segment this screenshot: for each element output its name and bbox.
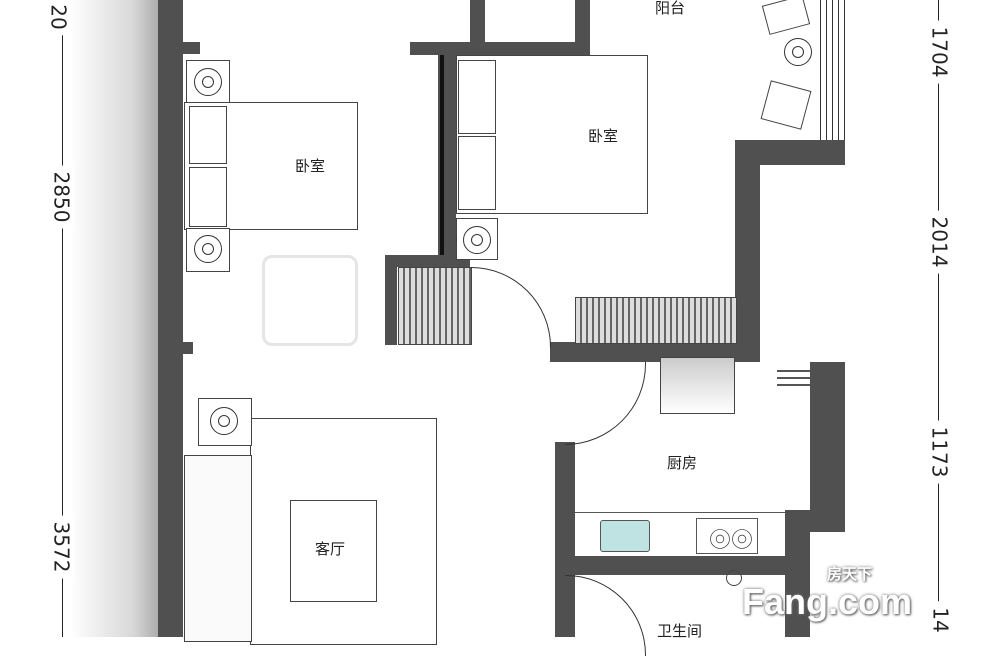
refrigerator bbox=[660, 357, 735, 414]
lamp-icon bbox=[194, 68, 222, 96]
lamp-icon bbox=[463, 226, 491, 254]
dimension-left-2850: 2850 bbox=[49, 165, 74, 229]
wall-kitchen-right bbox=[810, 362, 845, 532]
watermark-logo bbox=[262, 255, 358, 346]
pillow bbox=[458, 60, 496, 134]
wall bbox=[385, 255, 397, 345]
wall bbox=[183, 42, 200, 54]
lamp-icon bbox=[194, 235, 222, 263]
wall bbox=[410, 42, 590, 55]
wall bbox=[470, 0, 485, 42]
burner-icon bbox=[732, 529, 752, 549]
room-label-bathroom: 卫生间 bbox=[657, 622, 703, 640]
left-dimension-line bbox=[62, 0, 63, 637]
dimension-right-1704: 1704 bbox=[927, 20, 952, 84]
wall bbox=[575, 0, 590, 42]
fang-watermark: 房天下 Fang.com bbox=[742, 566, 912, 621]
dimension-right-bottom: 14 bbox=[928, 601, 953, 639]
room-label-bedroom2: 卧室 bbox=[588, 127, 619, 145]
dimension-left-top: 20 bbox=[46, 0, 71, 36]
burner-icon bbox=[710, 529, 730, 549]
balcony-chair bbox=[760, 80, 812, 130]
fang-watermark-text: Fang.com bbox=[741, 581, 912, 622]
wardrobe bbox=[398, 267, 472, 345]
room-label-living: 客厅 bbox=[315, 540, 346, 558]
dimension-right-1173: 1173 bbox=[927, 420, 952, 484]
dimension-right-2014: 2014 bbox=[927, 210, 952, 274]
lamp-icon bbox=[210, 407, 238, 435]
dimension-left-3572: 3572 bbox=[49, 515, 74, 579]
exterior-shadow bbox=[70, 0, 160, 637]
pillow bbox=[189, 167, 227, 227]
wall bbox=[385, 255, 470, 267]
door-swing bbox=[470, 267, 551, 348]
pillow bbox=[189, 106, 227, 164]
wardrobe bbox=[575, 297, 737, 344]
bathroom-door-swing bbox=[565, 575, 646, 656]
wall-left bbox=[158, 0, 183, 637]
floor-drain-icon bbox=[726, 570, 742, 586]
pillow bbox=[458, 136, 496, 210]
room-label-bedroom1: 卧室 bbox=[295, 157, 326, 175]
wall bbox=[735, 140, 760, 362]
right-dimension-line bbox=[938, 0, 939, 637]
window-line bbox=[440, 55, 444, 255]
kitchen-door-swing bbox=[565, 362, 646, 445]
room-label-balcony: 阳台 bbox=[655, 0, 686, 17]
fang-watermark-cn: 房天下 bbox=[826, 565, 872, 583]
room-label-kitchen: 厨房 bbox=[667, 454, 698, 472]
coffee-table bbox=[290, 500, 377, 602]
vent bbox=[777, 365, 810, 390]
balcony-chair bbox=[761, 0, 811, 35]
sofa bbox=[184, 455, 252, 642]
wall bbox=[183, 342, 193, 354]
balcony-table-icon bbox=[784, 38, 812, 66]
sink bbox=[600, 520, 650, 552]
balcony-railing bbox=[820, 0, 846, 140]
